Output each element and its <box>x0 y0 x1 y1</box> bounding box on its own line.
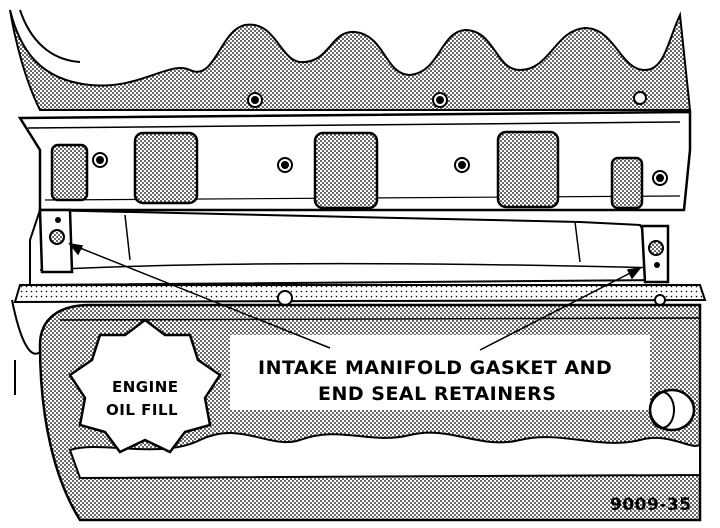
breather-plug <box>648 388 696 432</box>
port-4 <box>496 130 560 209</box>
callout-text-line2: END SEAL RETAINERS <box>318 383 556 405</box>
end-seal-retainer-left <box>38 208 74 274</box>
end-seal-retainer-right <box>640 224 670 284</box>
engine-block-rail <box>11 284 707 395</box>
port-5 <box>610 156 644 210</box>
intake-ports <box>50 130 644 210</box>
leader-lines <box>68 242 642 351</box>
figure-number: 9009-35 <box>610 495 692 515</box>
port-3 <box>313 131 379 210</box>
cap-text-line1: ENGINE <box>112 378 179 396</box>
gasket-deck <box>29 208 661 287</box>
bolt-holes <box>92 91 668 186</box>
cap-text-line2: OIL FILL <box>106 401 178 419</box>
upper-engine-shading <box>9 9 692 111</box>
port-1 <box>50 143 89 202</box>
valve-cover <box>38 303 702 522</box>
callout-text-line1: INTAKE MANIFOLD GASKET AND <box>258 357 612 379</box>
oil-fill-cap <box>68 318 222 454</box>
port-2 <box>133 131 199 205</box>
